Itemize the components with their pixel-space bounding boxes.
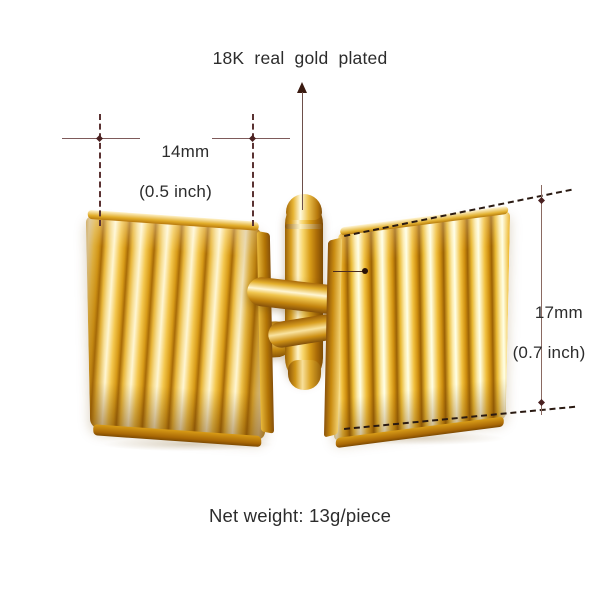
cufflink-post-foot	[288, 360, 321, 390]
plating-label: 18K real gold plated	[212, 48, 388, 68]
cufflink-right-side-edge	[323, 237, 343, 438]
height-tick-bottom	[538, 399, 545, 406]
width-guide-right	[252, 114, 254, 226]
width-dimension-label: 14mm (0.5 inch)	[99, 122, 252, 242]
net-weight-label: Net weight: 13g/piece	[208, 505, 392, 526]
width-tick-left	[96, 135, 103, 142]
height-dimension-label: 17mm (0.7 inch)	[497, 283, 600, 403]
plating-arrow-head-icon	[297, 82, 307, 93]
width-tick-right	[249, 135, 256, 142]
height-metric-value: 17mm	[534, 303, 583, 323]
cufflink-left-bevel	[85, 215, 266, 441]
width-metric-value: 14mm	[161, 142, 210, 162]
cufflink-post-ring	[285, 224, 323, 229]
width-guide-left	[99, 114, 101, 226]
height-dimension-line	[541, 185, 542, 415]
width-imperial-value: (0.5 inch)	[139, 182, 212, 202]
face-leader-line	[333, 271, 365, 272]
plating-leader-line	[302, 92, 303, 210]
height-tick-top	[538, 197, 545, 204]
cufflink-face-left	[85, 209, 275, 448]
cufflink-face-right	[323, 205, 511, 449]
height-imperial-value: (0.7 inch)	[512, 343, 586, 363]
cufflink-post-cap	[286, 194, 322, 220]
face-leader-dot-icon	[362, 268, 368, 274]
